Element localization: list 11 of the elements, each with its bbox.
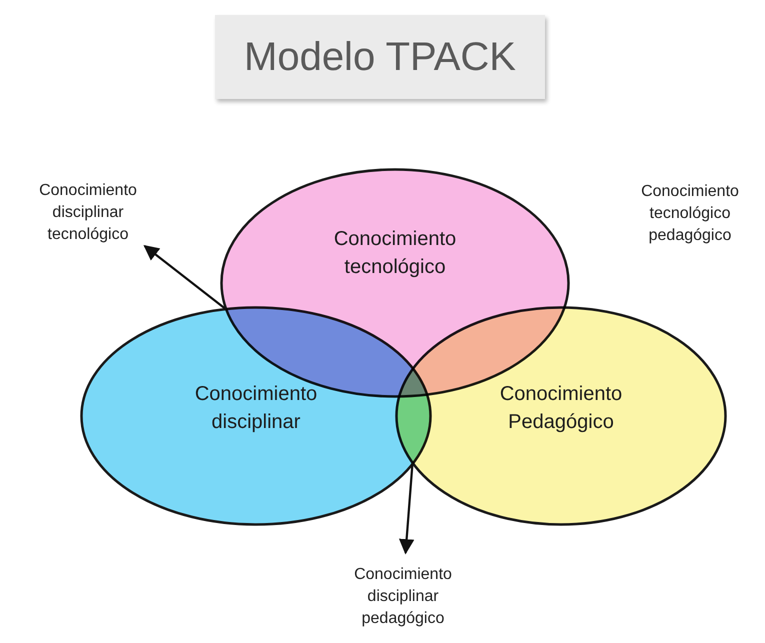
arrow [143,245,227,310]
callout-text: Conocimiento disciplinar tecnológico [8,180,168,246]
arrow [398,462,414,555]
title-banner: Modelo TPACK [215,15,545,99]
region-label: Conocimiento tecnológico pedagógico [640,182,740,246]
set-label: Conocimiento Pedagógico [498,382,624,435]
circle-set [395,306,727,526]
overlap-region [396,369,430,463]
callout-text: Conocimiento disciplinar pedagógico [323,553,483,641]
set-label: Conocimiento tecnológico [332,227,458,280]
set-label: Conocimiento disciplinar [194,382,318,435]
